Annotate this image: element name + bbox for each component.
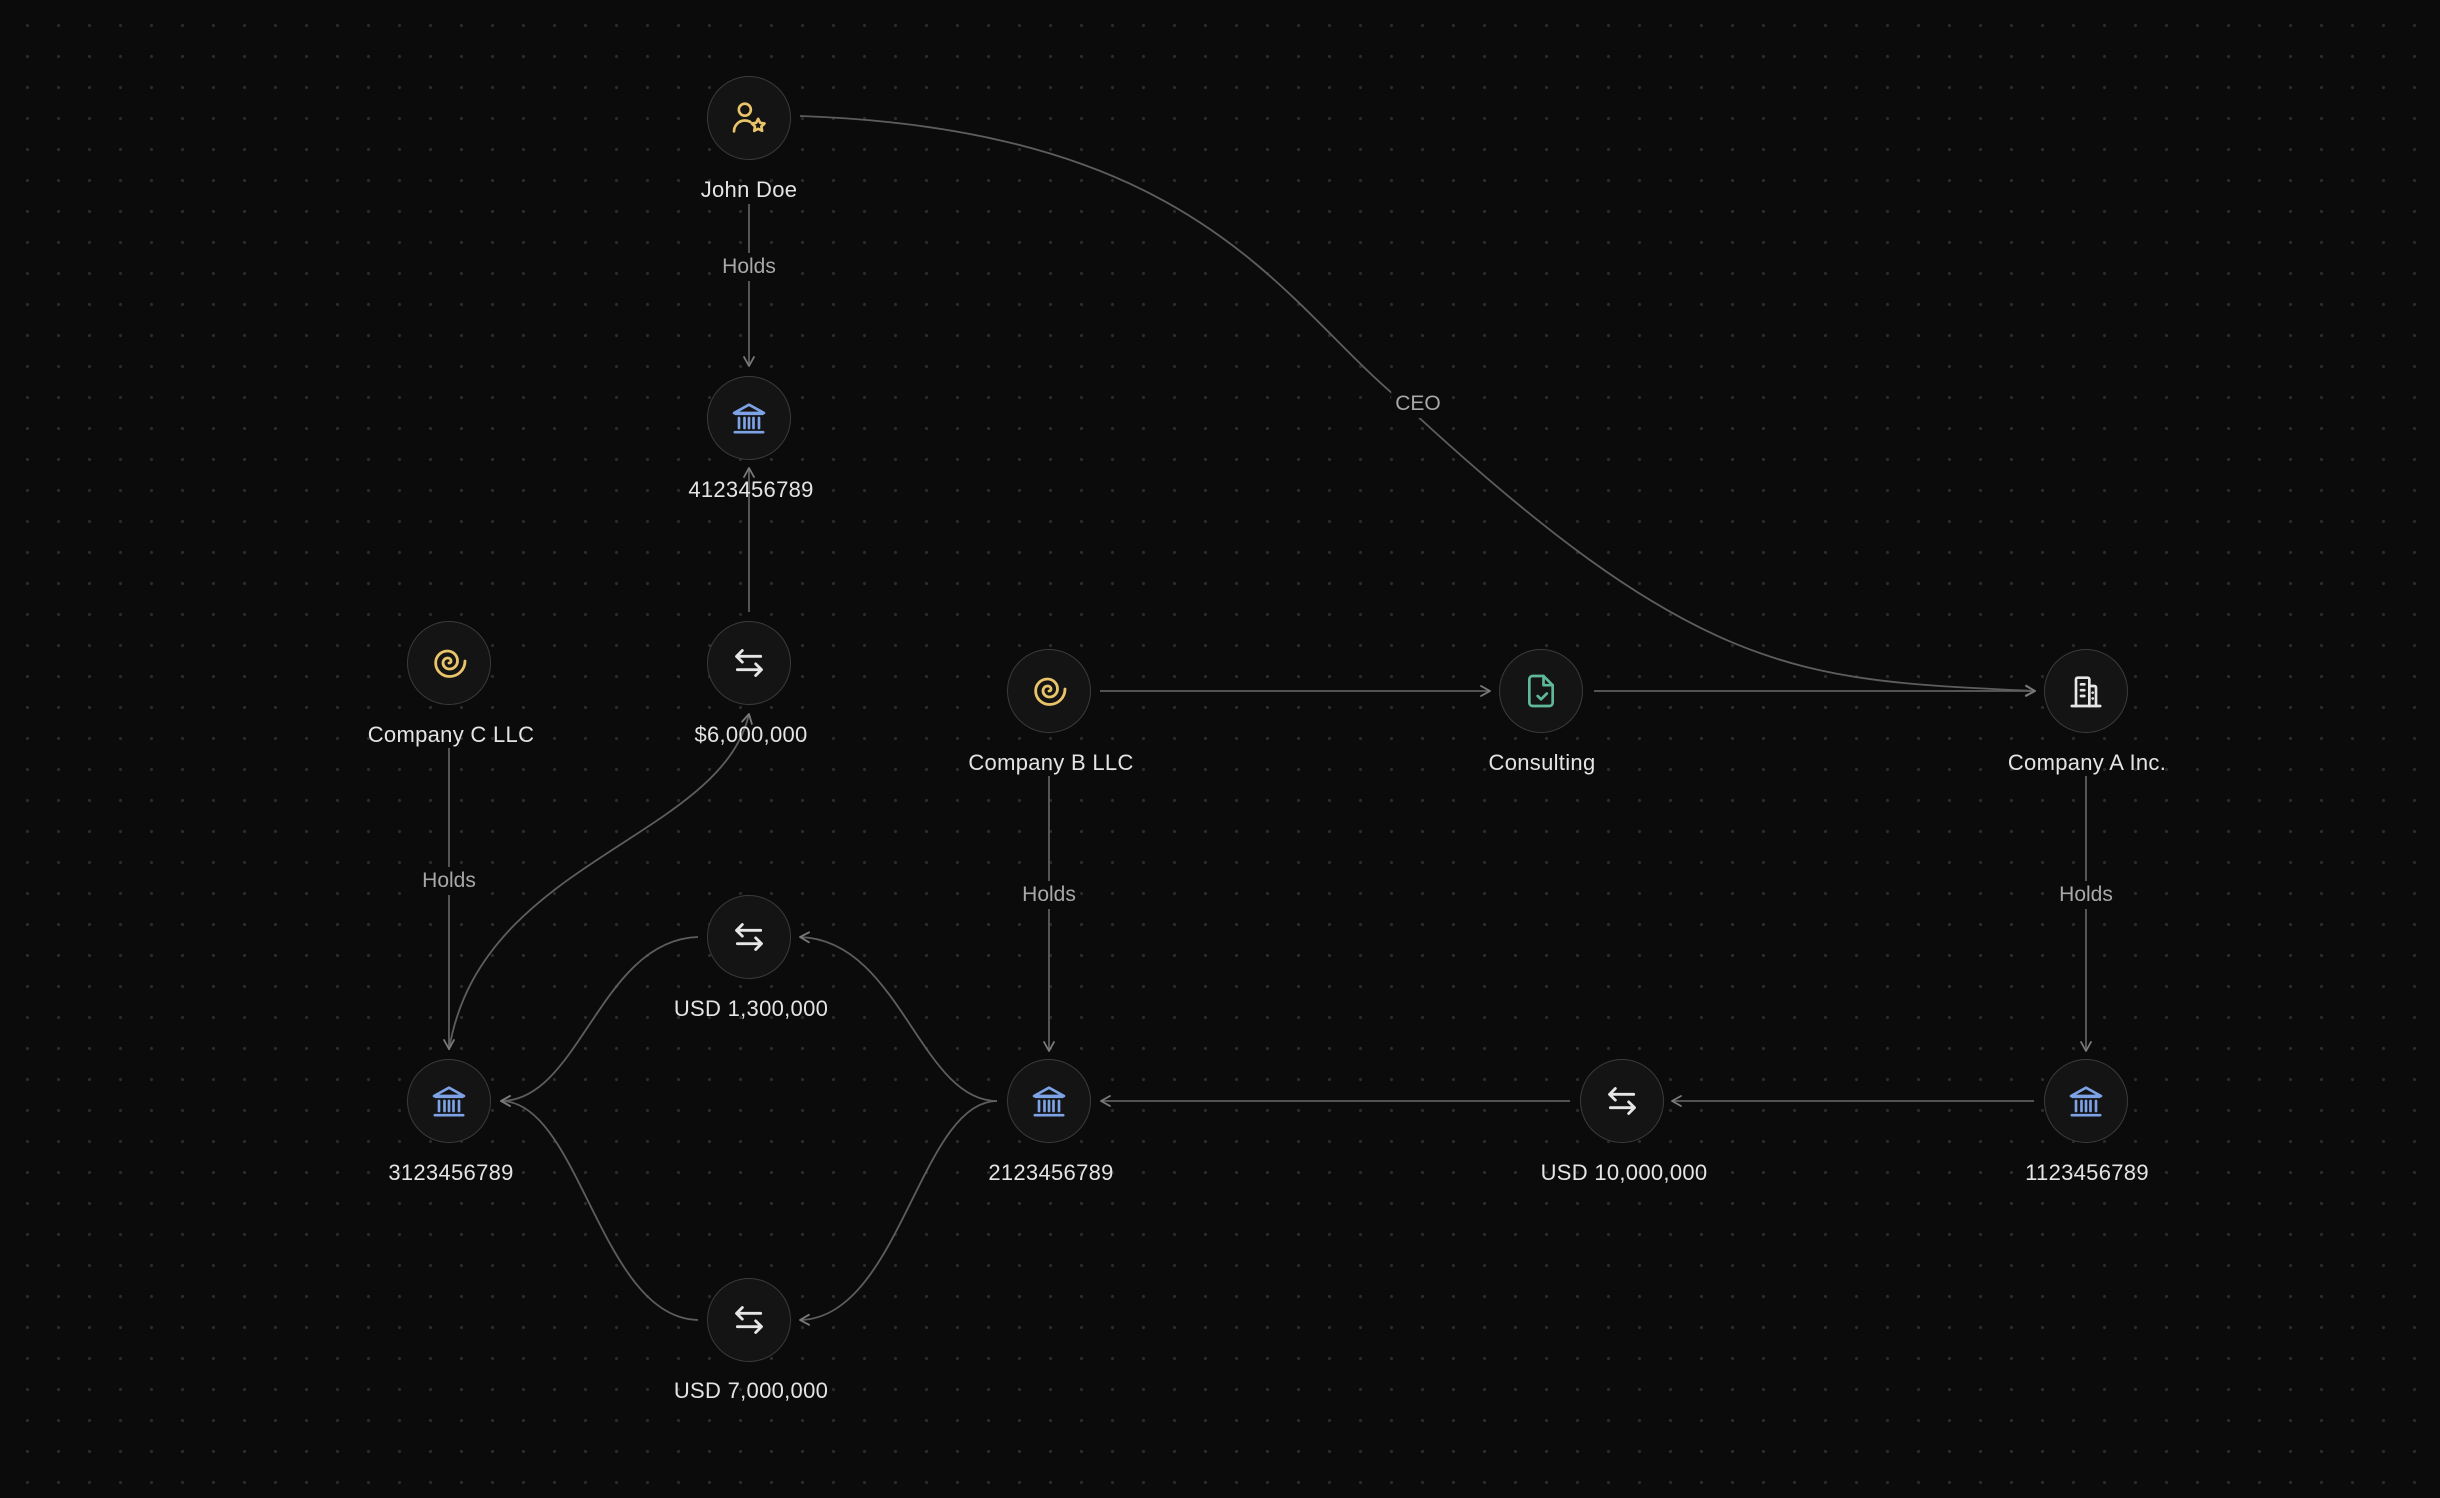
edge-acct2-tx7m[interactable] bbox=[799, 1100, 998, 1326]
edge-acct3-tx6m[interactable] bbox=[448, 713, 753, 1051]
edge-label-ceo: CEO bbox=[1391, 390, 1445, 418]
node-label-john-doe: John Doe bbox=[700, 177, 798, 202]
node-company-b-llc[interactable] bbox=[1007, 649, 1091, 733]
spiral-icon bbox=[434, 649, 467, 678]
contract-check-icon bbox=[1528, 674, 1554, 708]
edge-label-company-a-holds: Holds bbox=[2055, 881, 2117, 909]
node-john-doe[interactable] bbox=[707, 76, 791, 160]
node-label-10000000: USD 10,000,000 bbox=[1540, 1160, 1708, 1185]
node-label-company-a-inc: Company A Inc. bbox=[2007, 750, 2167, 775]
edge-acct2-tx1-3m[interactable] bbox=[799, 931, 998, 1102]
node-label-4123456789: 4123456789 bbox=[688, 477, 814, 502]
edge-label-company-c-holds: Holds bbox=[418, 867, 480, 895]
bank-icon bbox=[732, 403, 766, 434]
node-company-c-llc[interactable] bbox=[407, 621, 491, 705]
node-company-a-inc[interactable] bbox=[2044, 649, 2128, 733]
node-account-2123456789[interactable] bbox=[1007, 1059, 1091, 1143]
office-building-icon bbox=[2070, 676, 2102, 708]
transfer-arrows-icon bbox=[735, 923, 763, 951]
node-consulting[interactable] bbox=[1499, 649, 1583, 733]
node-transfer-7000000[interactable] bbox=[707, 1278, 791, 1362]
node-label-6000000: $6,000,000 bbox=[694, 722, 808, 747]
node-label-company-c-llc: Company C LLC bbox=[367, 722, 535, 747]
node-label-1123456789: 1123456789 bbox=[2025, 1160, 2149, 1185]
node-label-consulting: Consulting bbox=[1488, 750, 1596, 775]
edge-tx7m-acct3[interactable] bbox=[500, 1095, 699, 1321]
bank-icon bbox=[432, 1086, 466, 1117]
node-label-3123456789: 3123456789 bbox=[388, 1160, 514, 1185]
edge-label-john-holds: Holds bbox=[718, 253, 780, 281]
bank-icon bbox=[1032, 1086, 1066, 1117]
node-account-1123456789[interactable] bbox=[2044, 1059, 2128, 1143]
node-label-2123456789: 2123456789 bbox=[988, 1160, 1114, 1185]
transfer-arrows-icon bbox=[1608, 1087, 1636, 1115]
edge-tx1-3m-acct3[interactable] bbox=[500, 936, 699, 1107]
person-star-icon bbox=[732, 102, 766, 133]
bank-icon bbox=[2069, 1086, 2103, 1117]
node-account-4123456789[interactable] bbox=[707, 376, 791, 460]
node-label-company-b-llc: Company B LLC bbox=[968, 750, 1134, 775]
transfer-arrows-icon bbox=[735, 1306, 763, 1334]
node-label-1300000: USD 1,300,000 bbox=[673, 996, 829, 1021]
transfer-arrows-icon bbox=[735, 649, 763, 677]
spiral-icon bbox=[1034, 677, 1067, 706]
node-account-3123456789[interactable] bbox=[407, 1059, 491, 1143]
node-transfer-1300000[interactable] bbox=[707, 895, 791, 979]
node-transfer-6000000[interactable] bbox=[707, 621, 791, 705]
node-label-7000000: USD 7,000,000 bbox=[673, 1378, 829, 1403]
node-transfer-10000000[interactable] bbox=[1580, 1059, 1664, 1143]
edge-label-company-b-holds: Holds bbox=[1018, 881, 1080, 909]
